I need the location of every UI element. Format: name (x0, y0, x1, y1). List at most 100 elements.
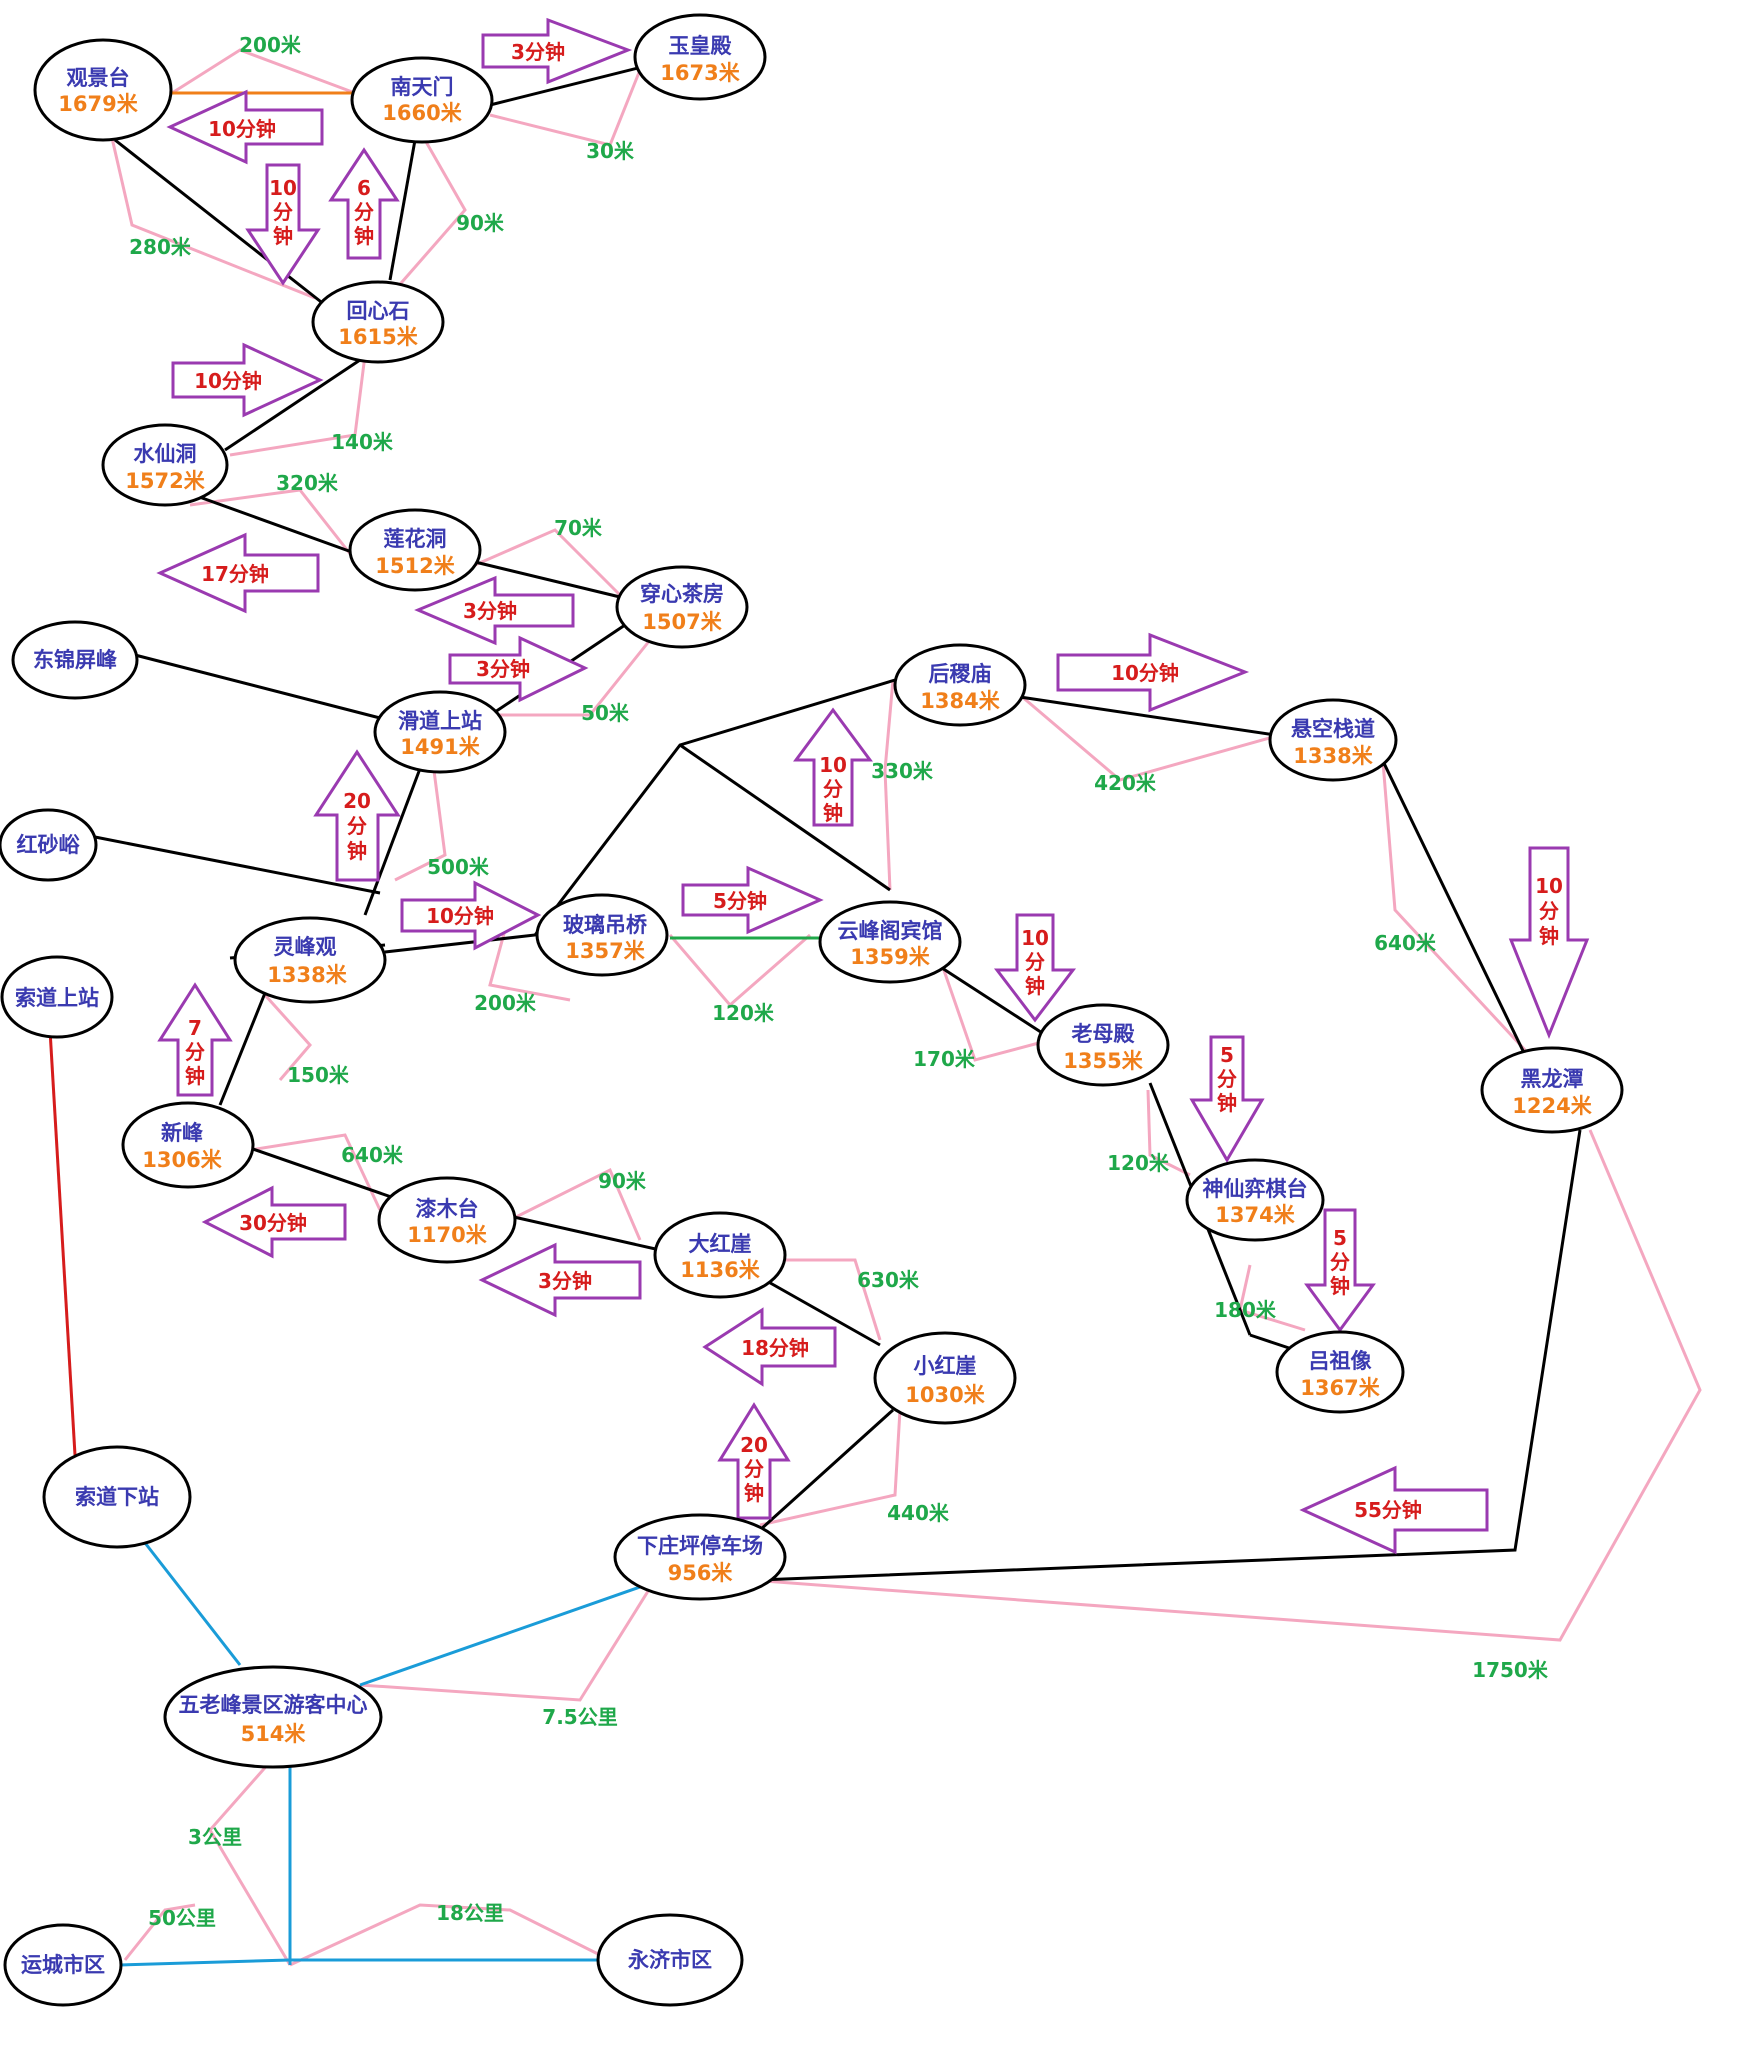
trail-network (94, 63, 1582, 1582)
arrow-down (1508, 846, 1590, 1040)
node-elevation: 1615米 (338, 325, 418, 349)
arrow-right (171, 342, 324, 418)
distance-label: 50公里 (148, 1906, 216, 1930)
distance-label: 330米 (871, 759, 934, 783)
node-elevation: 1136米 (680, 1258, 760, 1282)
node-elevation: 1338米 (1293, 744, 1373, 768)
distance-label: 3公里 (188, 1825, 242, 1849)
location-nodes: 观景台 1679米 南天门 1660米 玉皇殿 1673米 回心石 1615米 … (0, 13, 1624, 2007)
node-houjimiao[interactable]: 后稷庙 1384米 (893, 643, 1027, 727)
node-laomudian[interactable]: 老母殿 1355米 (1036, 1003, 1170, 1087)
time-label: 5 (1333, 1226, 1347, 1250)
node-name: 五老峰景区游客中心 (179, 1693, 368, 1717)
distance-label: 420米 (1094, 771, 1157, 795)
distance-label: 140米 (331, 430, 394, 454)
time-label: 5分钟 (713, 889, 767, 913)
distance-label: 640米 (341, 1143, 404, 1167)
node-name: 穿心茶房 (640, 582, 724, 606)
node-youkezhongxin[interactable]: 五老峰景区游客中心 514米 (163, 1665, 383, 1769)
node-shenxian[interactable]: 神仙弈棋台 1374米 (1185, 1158, 1325, 1242)
arrow-up (313, 749, 401, 882)
time-arrows (156, 17, 1590, 1555)
time-label: 3分钟 (476, 657, 530, 681)
node-elevation: 1367米 (1300, 1376, 1380, 1400)
time-label: 3分钟 (538, 1269, 592, 1293)
arrow-right (481, 17, 633, 85)
node-elevation: 1355米 (1063, 1049, 1143, 1073)
node-elevation: 956米 (668, 1561, 734, 1585)
node-dahongya[interactable]: 大红崖 1136米 (653, 1211, 787, 1299)
time-label: 分 (1217, 1067, 1237, 1091)
distance-label: 90米 (456, 211, 505, 235)
node-huadaoshangzhan[interactable]: 滑道上站 1491米 (373, 690, 507, 774)
distance-label: 90米 (598, 1169, 647, 1193)
time-label: 20 (343, 789, 371, 813)
node-elevation: 1224米 (1512, 1094, 1592, 1118)
node-elevation: 1306米 (142, 1148, 222, 1172)
distance-label: 120米 (712, 1001, 775, 1025)
time-label: 10 (1021, 926, 1049, 950)
node-elevation: 1679米 (58, 92, 138, 116)
time-label: 55分钟 (1354, 1498, 1422, 1522)
time-label: 3分钟 (511, 40, 565, 64)
arrow-up (717, 1402, 791, 1520)
node-huixinshi[interactable]: 回心石 1615米 (311, 280, 445, 364)
node-name: 吕祖像 (1309, 1349, 1373, 1373)
time-label: 钟 (185, 1064, 205, 1088)
distance-leaders (110, 48, 1702, 1967)
time-label: 30分钟 (239, 1211, 307, 1235)
arrow-left (166, 89, 324, 165)
time-label: 分 (823, 777, 843, 801)
node-elevation: 1357米 (565, 939, 645, 963)
node-chuanxinchafang[interactable]: 穿心茶房 1507米 (615, 565, 749, 649)
node-yunfengge[interactable]: 云峰阁宾馆 1359米 (818, 900, 962, 984)
node-name: 水仙洞 (134, 442, 197, 466)
time-label: 分 (744, 1457, 764, 1481)
distance-label: 18公里 (436, 1901, 504, 1925)
time-label: 分 (185, 1040, 205, 1064)
arrow-right (448, 635, 589, 703)
node-yuhuangdian[interactable]: 玉皇殿 1673米 (633, 13, 767, 101)
time-label: 5 (1220, 1043, 1234, 1067)
time-label: 钟 (1025, 974, 1045, 998)
node-bolidiaoqiao[interactable]: 玻璃吊桥 1357米 (535, 893, 669, 977)
node-elevation: 1507米 (642, 610, 722, 634)
distance-label: 170米 (913, 1047, 976, 1071)
node-elevation: 1673米 (660, 61, 740, 85)
node-shuixiandong[interactable]: 水仙洞 1572米 (101, 423, 229, 507)
node-suodaoshangzhan[interactable]: 索道上站 (0, 955, 114, 1039)
node-xiazhuangping[interactable]: 下庄坪停车场 956米 (613, 1513, 787, 1601)
node-elevation: 1384米 (920, 689, 1000, 713)
arrow-left (414, 575, 575, 646)
time-label: 20 (740, 1433, 768, 1457)
node-yongji[interactable]: 永济市区 (596, 1913, 744, 2007)
node-nantianmen[interactable]: 南天门 1660米 (350, 56, 494, 144)
time-label: 钟 (1217, 1091, 1237, 1115)
node-lingfengguan[interactable]: 灵峰观 1338米 (233, 916, 387, 1004)
node-dongjinpingfeng[interactable]: 东锦屏峰 (11, 620, 139, 700)
time-label: 10 (1535, 874, 1563, 898)
node-name: 大红崖 (689, 1232, 752, 1256)
arrow-right (681, 865, 824, 935)
node-name: 东锦屏峰 (33, 648, 117, 672)
node-xiaohongya[interactable]: 小红崖 1030米 (873, 1331, 1017, 1425)
node-heilongtan[interactable]: 黑龙潭 1224米 (1480, 1046, 1624, 1134)
node-elevation: 1660米 (382, 101, 462, 125)
distance-label: 70米 (554, 516, 603, 540)
node-hongshayu[interactable]: 红砂峪 (0, 808, 98, 882)
time-label: 钟 (823, 801, 843, 825)
node-yuncheng[interactable]: 运城市区 (3, 1923, 123, 2007)
node-lvzuxiang[interactable]: 吕祖像 1367米 (1275, 1330, 1405, 1414)
time-label: 3分钟 (463, 599, 517, 623)
node-xinfeng[interactable]: 新峰 1306米 (121, 1101, 255, 1189)
node-suodaoxiazhan[interactable]: 索道下站 (42, 1445, 192, 1549)
node-name: 老母殿 (1072, 1022, 1136, 1046)
node-lianhuadong[interactable]: 莲花洞 1512米 (348, 508, 482, 592)
node-guanjingtai[interactable]: 观景台 1679米 (33, 38, 173, 142)
distance-label: 120米 (1107, 1151, 1170, 1175)
node-name: 南天门 (391, 75, 454, 99)
node-xuankongzhandao[interactable]: 悬空栈道 1338米 (1268, 698, 1398, 782)
time-label: 分 (1539, 899, 1559, 923)
node-qimutai[interactable]: 漆木台 1170米 (377, 1176, 517, 1264)
